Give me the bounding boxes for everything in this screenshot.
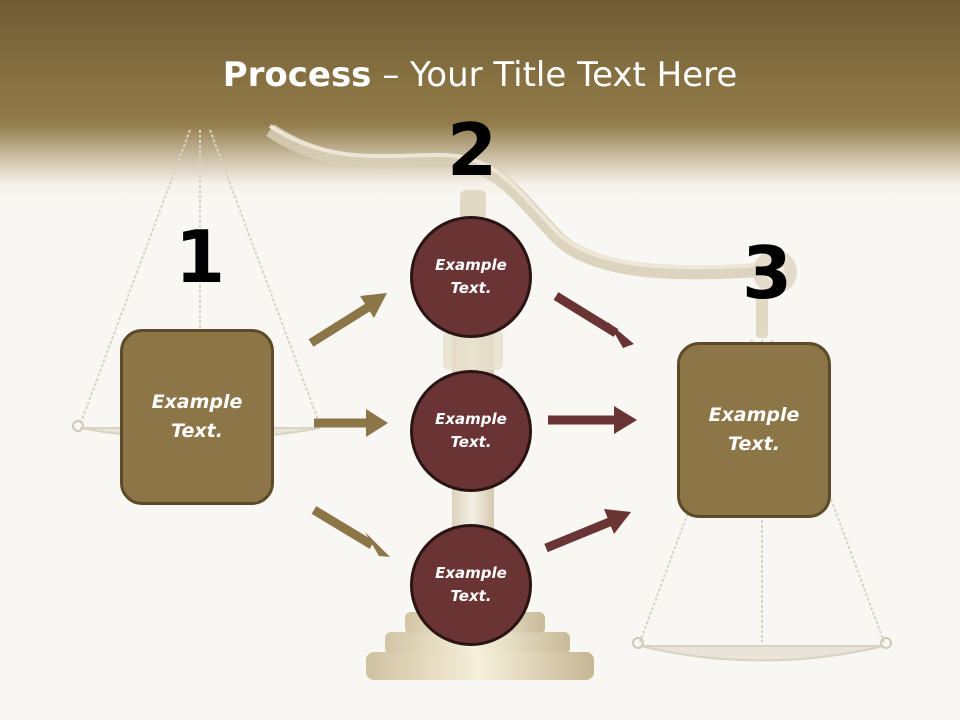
arrow-maroon-up — [544, 509, 631, 553]
arrow-maroon-right — [548, 406, 637, 434]
scale-arm — [266, 124, 761, 280]
title-bold: Process — [222, 55, 372, 95]
circle-top-line2: Text. — [450, 279, 492, 297]
step-box-1[interactable]: Example Text. — [120, 329, 274, 505]
step-number-2: 2 — [446, 108, 498, 192]
title-rest: – Your Title Text Here — [371, 55, 738, 95]
step-box-3-line2: Text. — [728, 433, 780, 455]
step-number-3: 3 — [741, 231, 793, 315]
step-box-1-line2: Text. — [171, 420, 223, 442]
step-box-3-line1: Example — [708, 404, 800, 426]
step-number-1: 1 — [174, 215, 226, 299]
circle-top[interactable]: Example Text. — [410, 216, 532, 338]
scale-hook — [756, 292, 768, 338]
slide-title: Process – Your Title Text Here — [0, 52, 960, 98]
arrow-gold-down — [311, 506, 390, 557]
circle-bottom-line1: Example — [435, 564, 507, 582]
right-pan — [639, 645, 885, 662]
scale-arm-highlight — [268, 124, 761, 270]
circle-bottom[interactable]: Example Text. — [410, 524, 532, 646]
circle-middle-line2: Text. — [450, 433, 492, 451]
step-box-1-line1: Example — [151, 391, 243, 413]
circle-middle[interactable]: Example Text. — [410, 370, 532, 492]
scale-base-bottom — [366, 652, 594, 680]
arrow-gold-right — [314, 409, 388, 437]
circle-bottom-line2: Text. — [450, 587, 492, 605]
arrow-maroon-down — [553, 292, 634, 348]
step-box-3[interactable]: Example Text. — [677, 342, 831, 518]
scale-top-finial — [460, 190, 486, 220]
arrow-gold-up — [308, 293, 387, 347]
circle-middle-line1: Example — [435, 410, 507, 428]
circle-top-line1: Example — [435, 256, 507, 274]
